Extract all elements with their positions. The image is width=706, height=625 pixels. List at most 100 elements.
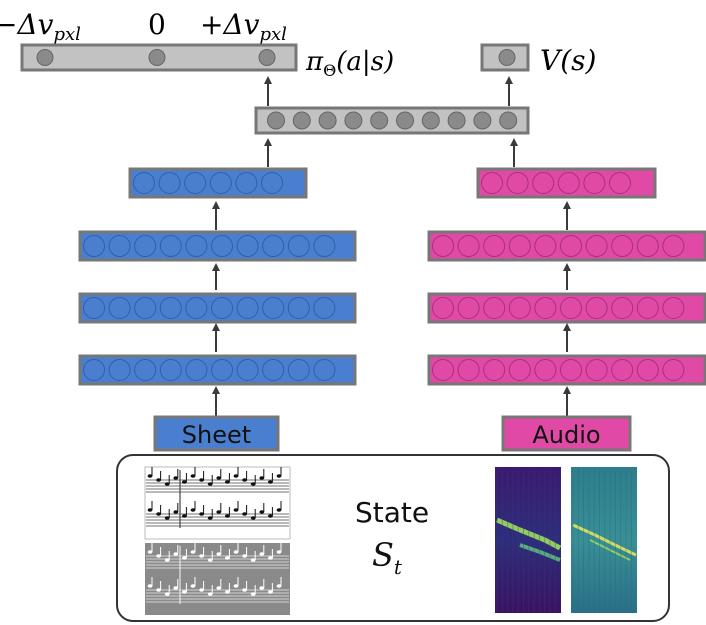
- neuron: [585, 359, 608, 381]
- neuron: [158, 172, 181, 194]
- sheet-layer-2: [78, 292, 357, 324]
- shared-neuron: [370, 111, 389, 130]
- neuron: [662, 359, 685, 381]
- shared-neuron: [421, 111, 440, 130]
- svg-text:πΘ(a|s): πΘ(a|s): [305, 47, 394, 80]
- neg-delta-label: −Δv: [0, 8, 54, 41]
- state-symbol: S: [372, 536, 394, 574]
- neuron: [611, 359, 634, 381]
- neuron: [185, 297, 208, 319]
- svg-text:+Δvpxl: +Δvpxl: [200, 8, 287, 45]
- neuron: [560, 297, 582, 319]
- neuron: [184, 172, 207, 194]
- neuron: [185, 235, 208, 257]
- policy-output-layer: [20, 43, 298, 72]
- neuron: [287, 235, 310, 257]
- neuron: [432, 359, 454, 381]
- neuron: [508, 297, 531, 319]
- audio-input-box: [501, 415, 632, 452]
- neuron: [108, 359, 131, 381]
- neuron: [585, 297, 608, 319]
- neuron: [83, 235, 105, 257]
- shared-neuron: [499, 111, 518, 130]
- state-box: State St: [116, 454, 670, 622]
- neuron: [134, 297, 157, 319]
- neuron: [560, 235, 582, 257]
- audio-layer-2: [427, 292, 706, 324]
- spectrogram-difference-image: [571, 467, 637, 613]
- shared-neuron: [396, 111, 414, 130]
- neuron: [287, 359, 310, 381]
- neuron: [185, 359, 208, 381]
- neuron: [457, 297, 480, 319]
- audio-input-label: Audio: [532, 421, 600, 449]
- audio-layer-3: [427, 230, 706, 262]
- neuron: [83, 359, 105, 381]
- pos-delta-subscript: pxl: [260, 24, 288, 45]
- shared-neuron: [318, 111, 337, 130]
- zero-label: 0: [148, 8, 166, 41]
- neuron: [313, 235, 336, 257]
- spectrogram-image: [495, 467, 562, 613]
- sheet-music-image: [144, 466, 291, 615]
- neuron: [583, 172, 606, 194]
- neuron: [236, 235, 259, 257]
- neuron: [133, 172, 155, 194]
- sheet-input: Sheet: [153, 415, 280, 452]
- neuron: [506, 172, 529, 194]
- neuron: [211, 359, 233, 381]
- neuron: [483, 235, 506, 257]
- policy-arg: (a|s): [336, 47, 394, 77]
- neuron: [134, 235, 157, 257]
- neuron: [262, 235, 285, 257]
- shared-neuron: [292, 111, 311, 130]
- neuron: [262, 297, 285, 319]
- policy-theta: Θ: [323, 61, 336, 80]
- neuron: [211, 297, 233, 319]
- neuron: [313, 297, 336, 319]
- neuron: [662, 235, 685, 257]
- neuron: [209, 172, 232, 194]
- neuron: [432, 235, 454, 257]
- policy-neuron: [258, 49, 276, 66]
- neuron: [211, 235, 233, 257]
- pos-delta-label: +Δv: [200, 8, 260, 41]
- neuron: [235, 172, 258, 194]
- neuron: [262, 359, 285, 381]
- action-labels: −Δvpxl 0 +Δvpxl: [0, 8, 287, 45]
- neuron: [534, 359, 557, 381]
- audio-layer-4: [476, 167, 657, 199]
- svg-text:−Δvpxl: −Δvpxl: [0, 8, 81, 45]
- policy-pi: π: [305, 47, 324, 77]
- svg-text:St: St: [372, 536, 403, 579]
- neuron: [457, 235, 480, 257]
- neuron: [134, 359, 157, 381]
- policy-layer-box: [20, 43, 298, 72]
- shared-neuron: [447, 111, 466, 130]
- neuron: [457, 359, 480, 381]
- shared-neuron: [473, 111, 492, 130]
- neuron: [508, 235, 531, 257]
- shared-neuron: [344, 111, 363, 130]
- state-subscript: t: [394, 555, 403, 579]
- neuron: [236, 359, 259, 381]
- audio-input: Audio: [501, 415, 632, 452]
- neuron: [557, 172, 580, 194]
- shared-neuron: [267, 111, 285, 130]
- neuron: [159, 235, 182, 257]
- audio-layer-1: [427, 354, 706, 386]
- neuron: [287, 297, 310, 319]
- neuron: [532, 172, 555, 194]
- neuron: [662, 297, 685, 319]
- sheet-layer-4: [128, 167, 308, 199]
- value-output-layer: [480, 43, 530, 72]
- neuron: [481, 172, 503, 194]
- sheet-input-label: Sheet: [182, 421, 251, 449]
- neuron: [636, 297, 659, 319]
- neuron: [108, 235, 131, 257]
- policy-neuron: [36, 49, 54, 66]
- sheet-layer-1: [78, 354, 357, 386]
- neuron: [313, 359, 336, 381]
- neuron: [560, 359, 582, 381]
